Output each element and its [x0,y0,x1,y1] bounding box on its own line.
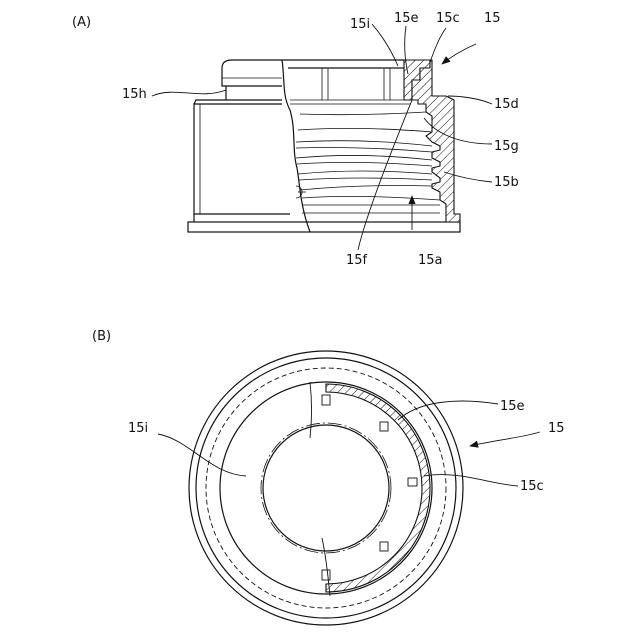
thread-lines [296,112,440,200]
leader-15c [430,28,446,62]
base-flange [188,222,460,232]
label-15a: 15a [418,253,443,268]
arrow-b-15 [470,432,540,446]
figure-a: (A) [72,11,519,268]
label-15d: 15d [494,97,519,112]
leader-15f [358,100,412,250]
cutaway-break-line [282,60,310,232]
label-15h: 15h [122,87,147,102]
leader-15h [152,90,226,96]
arrow-15 [442,44,476,64]
inner-opening [263,425,389,551]
figure-b-panel-label: (B) [92,329,111,344]
label-15b: 15b [494,175,519,190]
radial-line-top [310,382,312,438]
label-15e: 15e [394,11,419,26]
leader-b-15i [158,434,246,476]
top-shoulder [222,60,282,100]
figure-b: (B) 15i 15e 15 15c [92,329,565,625]
label-b-15e: 15e [500,399,525,414]
outer-body [194,100,282,214]
leader-b-15e [398,401,498,420]
label-15f: 15f [346,253,368,268]
label-b-15i: 15i [128,421,148,436]
label-15i: 15i [350,17,370,32]
leader-b-15c [424,475,518,486]
leader-15d [448,96,492,104]
label-b-15c: 15c [520,479,544,494]
label-15c: 15c [436,11,460,26]
label-b-15: 15 [548,421,565,436]
label-15g: 15g [494,139,519,154]
figure-a-panel-label: (A) [72,15,91,30]
center-line-circle [261,423,391,553]
hatched-arc-segment [326,384,430,592]
label-15: 15 [484,11,501,26]
section-wall [412,60,460,222]
